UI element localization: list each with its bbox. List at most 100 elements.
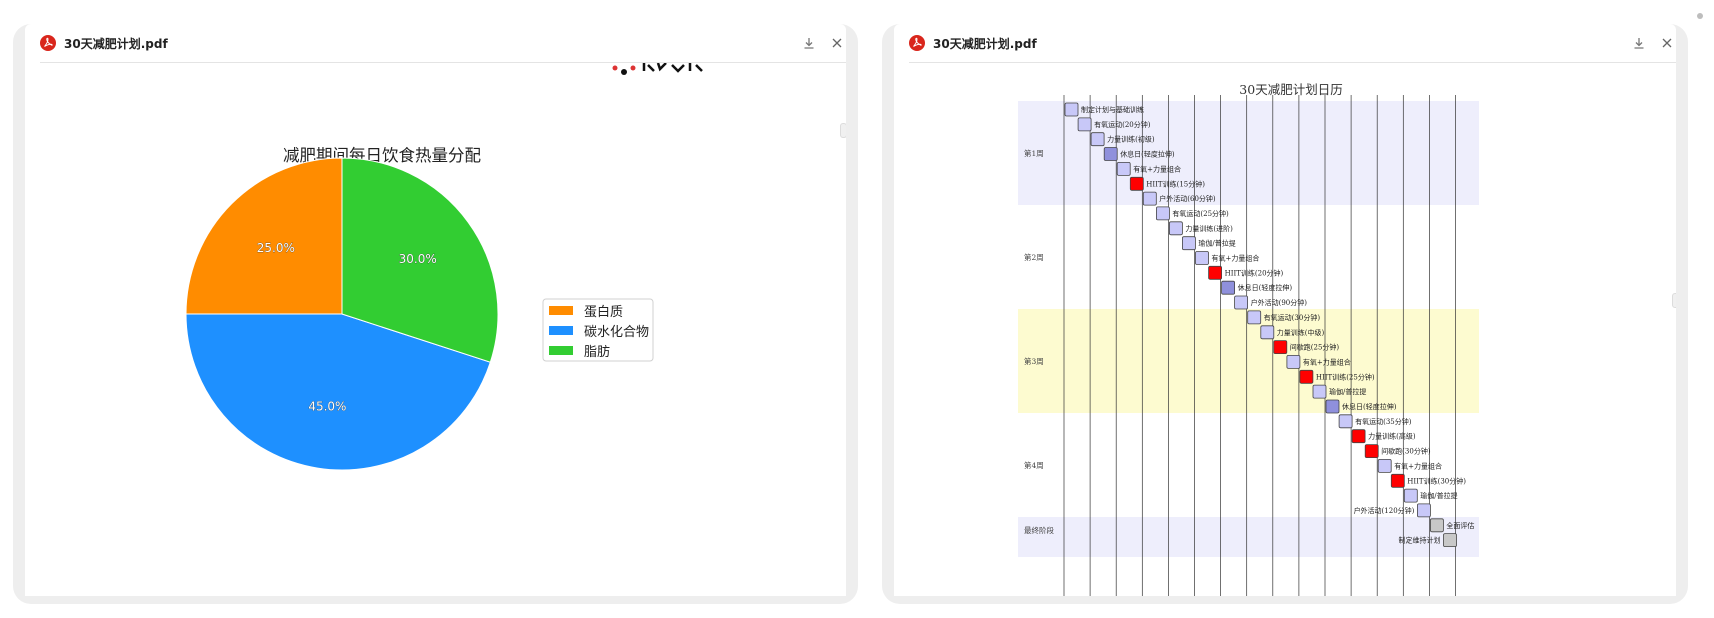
legend-swatch xyxy=(549,306,573,315)
pie-slice-1 xyxy=(185,313,491,471)
day-activity-label: 力量训练(中级) xyxy=(1277,328,1325,337)
day-activity-label: 制定维持计划 xyxy=(1399,536,1441,545)
day-activity-label: 力量训练(高级) xyxy=(1368,432,1416,441)
scrollbar-thumb[interactable] xyxy=(840,123,846,138)
file-name: 30天减肥计划.pdf xyxy=(933,36,1037,51)
day-activity-label: HIIT训练(25分钟) xyxy=(1316,372,1375,381)
logo-fragment xyxy=(612,63,703,75)
week-band xyxy=(1018,205,1479,309)
day-marker xyxy=(1443,533,1457,548)
day-marker xyxy=(1273,340,1288,355)
slice-percent-label: 30.0% xyxy=(399,252,437,266)
week-label: 第4周 xyxy=(1024,460,1044,470)
day-marker xyxy=(1208,265,1223,280)
day-marker xyxy=(1155,206,1170,221)
day-marker xyxy=(1077,117,1092,132)
legend-label: 蛋白质 xyxy=(584,304,623,320)
pie-slice-2 xyxy=(341,157,499,363)
day-marker xyxy=(1234,295,1249,310)
day-marker xyxy=(1168,221,1183,236)
day-activity-label: HIIT训练(20分钟) xyxy=(1225,268,1284,277)
day-activity-label: 休息日(轻度拉伸) xyxy=(1342,402,1397,411)
day-activity-label: 瑜伽/普拉提 xyxy=(1198,239,1235,248)
file-name: 30天减肥计划.pdf xyxy=(64,36,168,51)
legend-label: 碳水化合物 xyxy=(584,325,649,340)
day-activity-label: 有氧运动(25分钟) xyxy=(1172,209,1229,218)
week-band xyxy=(1018,517,1479,557)
week-label: 最终阶段 xyxy=(1024,525,1054,535)
day-activity-label: 户外活动(120分钟) xyxy=(1354,506,1415,515)
day-marker xyxy=(1221,280,1236,295)
day-marker xyxy=(1064,102,1079,117)
day-marker xyxy=(1103,147,1118,161)
week-band xyxy=(1018,101,1479,205)
day-marker xyxy=(1299,369,1314,384)
day-marker xyxy=(1286,354,1301,369)
day-activity-label: HIIT训练(30分钟) xyxy=(1407,476,1466,485)
day-activity-label: 有氧+力量组合 xyxy=(1303,357,1351,366)
day-activity-label: 间歇跑(25分钟) xyxy=(1290,343,1340,352)
day-activity-label: 休息日(轻度拉伸) xyxy=(1238,283,1293,292)
week-label: 第3周 xyxy=(1024,356,1044,366)
day-activity-label: 有氧+力量组合 xyxy=(1394,461,1442,470)
day-marker xyxy=(1247,310,1262,325)
pdf-viewer-right: 30天减肥计划.pdf 30天减肥计划日历 第1周第2周第3周第4周最终阶段 制… xyxy=(882,24,1688,604)
day-marker xyxy=(1260,325,1275,340)
day-activity-label: 户外活动(60分钟) xyxy=(1159,194,1216,203)
day-marker xyxy=(1090,132,1105,147)
day-marker xyxy=(1312,384,1327,399)
download-icon[interactable] xyxy=(1630,34,1648,52)
day-activity-label: 间歇跑(30分钟) xyxy=(1381,447,1431,456)
title-bar: 30天减肥计划.pdf xyxy=(909,24,1676,63)
legend-swatch xyxy=(549,326,573,335)
download-icon[interactable] xyxy=(800,34,818,52)
week-label: 第1周 xyxy=(1024,148,1044,158)
day-marker xyxy=(1351,429,1366,444)
pdf-icon xyxy=(40,35,56,51)
day-marker xyxy=(1403,488,1418,503)
day-activity-label: 全面评估 xyxy=(1446,521,1474,530)
day-marker xyxy=(1129,176,1144,191)
day-marker xyxy=(1195,251,1209,265)
day-marker xyxy=(1417,503,1431,518)
day-marker xyxy=(1338,414,1353,429)
day-marker xyxy=(1142,191,1157,206)
legend-label: 脂肪 xyxy=(584,344,610,360)
scrollbar-thumb[interactable] xyxy=(1672,293,1676,308)
close-icon[interactable] xyxy=(828,34,846,52)
day-marker xyxy=(1116,162,1131,176)
day-marker xyxy=(1325,399,1340,414)
pdf-viewer-left: 30天减肥计划.pdf 减肥期间每日饮食热量分配 25.0 xyxy=(13,24,858,604)
close-icon[interactable] xyxy=(1658,34,1676,52)
day-activity-label: 有氧+力量组合 xyxy=(1212,254,1260,263)
pdf-page: 减肥期间每日饮食热量分配 25.0%45.0%30.0% 蛋白质碳水化合物脂肪 xyxy=(25,63,846,596)
day-activity-label: 力量训练(初级) xyxy=(1107,135,1155,144)
pdf-viewer-panel: 30天减肥计划.pdf 30天减肥计划日历 第1周第2周第3周第4周最终阶段 制… xyxy=(894,24,1676,596)
day-marker xyxy=(1181,236,1196,251)
day-marker xyxy=(1430,518,1444,533)
day-activity-label: 有氧+力量组合 xyxy=(1133,164,1181,173)
day-activity-label: 制定计划与基础训练 xyxy=(1081,105,1144,114)
pdf-page: 30天减肥计划日历 第1周第2周第3周第4周最终阶段 制定计划与基础训练有氧运动… xyxy=(894,63,1676,596)
day-activity-label: HIIT训练(15分钟) xyxy=(1146,179,1205,188)
day-activity-label: 瑜伽/普拉提 xyxy=(1420,491,1457,500)
day-activity-label: 休息日(轻度拉伸) xyxy=(1120,150,1175,159)
title-bar: 30天减肥计划.pdf xyxy=(40,24,846,63)
day-marker xyxy=(1364,444,1379,459)
day-activity-label: 户外活动(90分钟) xyxy=(1251,298,1308,307)
day-marker xyxy=(1390,473,1405,488)
day-activity-label: 有氧运动(30分钟) xyxy=(1264,313,1321,322)
week-band xyxy=(1018,309,1479,413)
slice-percent-label: 25.0% xyxy=(257,241,295,255)
pdf-icon xyxy=(909,35,925,51)
day-activity-label: 有氧运动(35分钟) xyxy=(1355,417,1412,426)
calendar-title: 30天减肥计划日历 xyxy=(1239,82,1342,97)
week-label: 第2周 xyxy=(1024,252,1044,262)
day-activity-label: 瑜伽/普拉提 xyxy=(1329,387,1366,396)
day-marker xyxy=(1377,458,1392,473)
pdf-viewer-panel: 30天减肥计划.pdf 减肥期间每日饮食热量分配 25.0 xyxy=(25,24,846,596)
status-dot xyxy=(1697,13,1703,19)
pie-slice-0 xyxy=(185,157,343,315)
